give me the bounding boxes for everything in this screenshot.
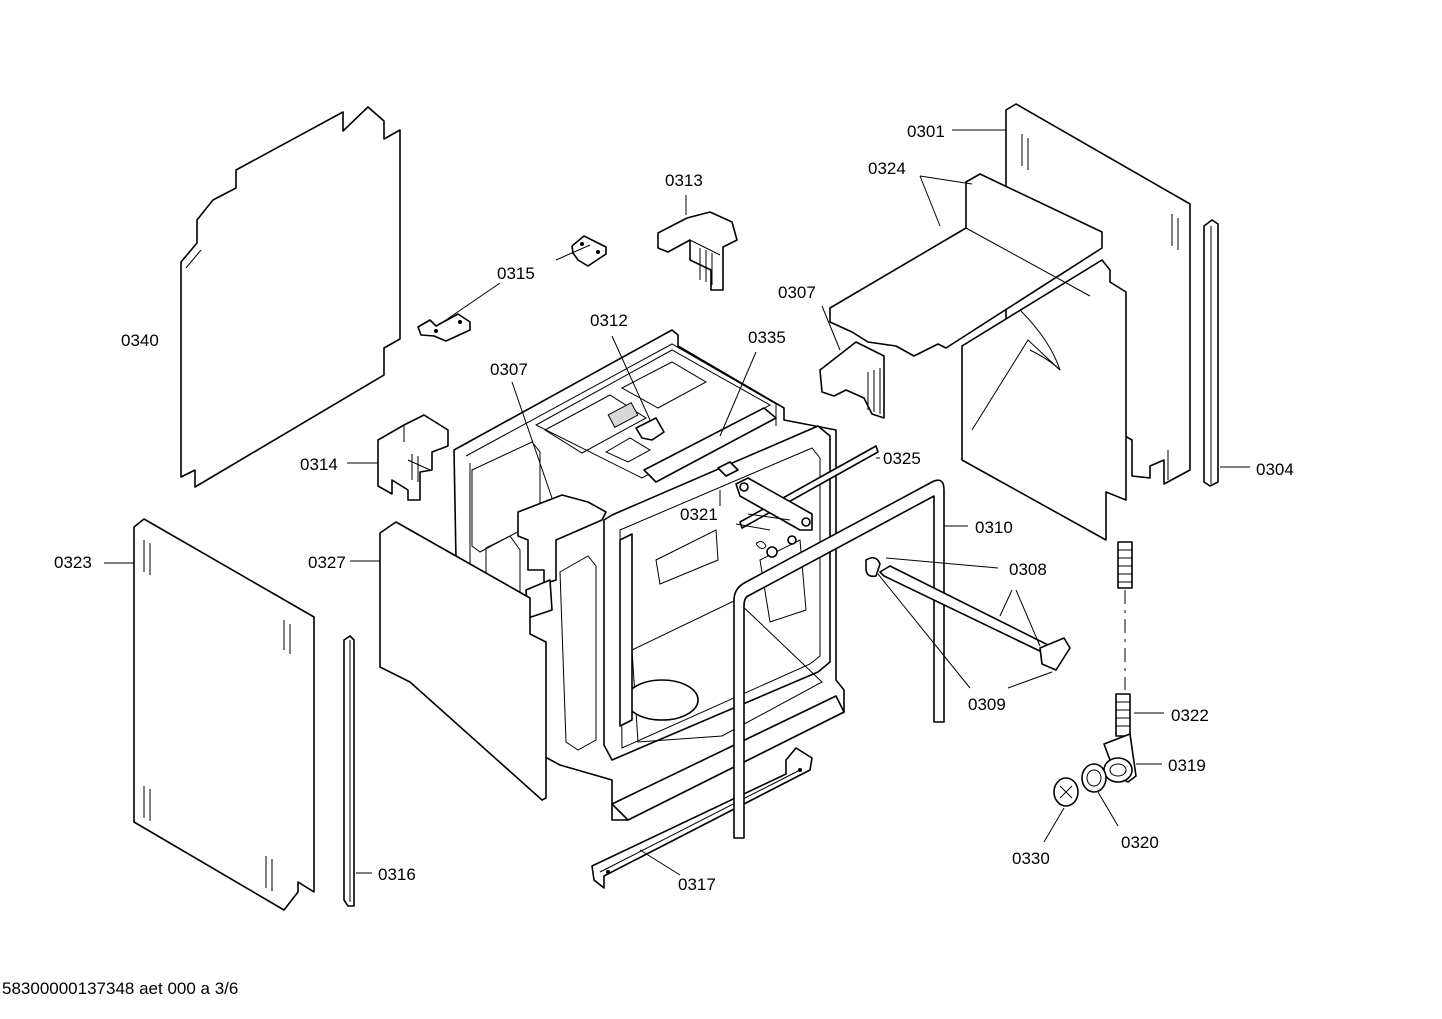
callout-0324: 0324	[868, 159, 906, 178]
callout-0310: 0310	[975, 518, 1013, 537]
callout-0316: 0316	[378, 865, 416, 884]
callout-0325: 0325	[883, 449, 921, 468]
callout-0335: 0335	[748, 328, 786, 347]
callout-0304: 0304	[1256, 460, 1294, 479]
part-0322-hose	[1115, 541, 1164, 737]
callout-0320: 0320	[1121, 833, 1159, 852]
callout-0314: 0314	[300, 455, 338, 474]
document-id-footer: 58300000137348 aet 000 a 3/6	[2, 979, 239, 998]
part-0324-top-panel	[829, 173, 1127, 541]
callout-0315: 0315	[497, 264, 535, 283]
part-0330-cap	[1043, 777, 1079, 843]
part-0310-door-seal	[733, 479, 968, 839]
callout-0322: 0322	[1171, 706, 1209, 725]
callout-0340: 0340	[121, 331, 159, 350]
part-0327-side-panel	[350, 521, 547, 801]
part-0313-clip	[657, 195, 738, 291]
callout-0313: 0313	[665, 171, 703, 190]
callout-0308: 0308	[1009, 560, 1047, 579]
callout-0312: 0312	[590, 311, 628, 330]
part-0304-strip	[1203, 219, 1250, 487]
callout-0307-left: 0307	[490, 360, 528, 379]
part-0340-back-panel	[180, 106, 401, 488]
part-0307-hinge-right	[819, 305, 885, 419]
callout-0309: 0309	[968, 695, 1006, 714]
part-0323-side-panel	[104, 518, 315, 911]
part-0320-nut	[1081, 763, 1119, 827]
callout-0301: 0301	[907, 122, 945, 141]
part-0316-strip	[343, 635, 372, 907]
part-0315-brackets	[417, 235, 607, 342]
callout-0330: 0330	[1012, 849, 1050, 868]
part-0319-elbow	[1103, 733, 1162, 783]
callout-0317: 0317	[678, 875, 716, 894]
part-0308-rod	[865, 556, 1071, 689]
callout-0323: 0323	[54, 553, 92, 572]
part-0307-hinge-left	[511, 381, 607, 619]
part-0317-rail	[591, 747, 813, 889]
callout-labels: 0301 0324 0313 0315 0340 0307 0312 0335 …	[54, 122, 1294, 894]
part-0321-hinge-parts	[717, 461, 813, 558]
callout-0307-right: 0307	[778, 283, 816, 302]
part-0314-clip	[347, 414, 449, 501]
callout-0327: 0327	[308, 553, 346, 572]
callout-0321: 0321	[680, 505, 718, 524]
callout-0319: 0319	[1168, 756, 1206, 775]
